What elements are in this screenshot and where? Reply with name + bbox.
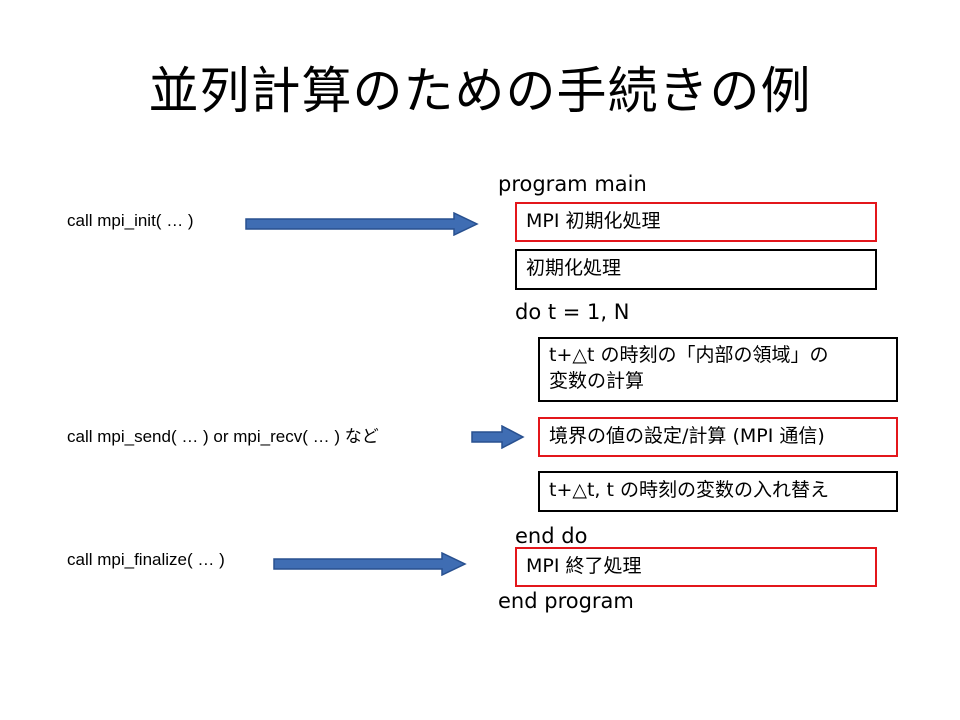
swap-box-label: t+△t, t の時刻の変数の入れ替え [549,479,830,501]
init-box: 初期化処理 [515,249,877,290]
mpi-init-box: MPI 初期化処理 [515,202,877,242]
interior-calc-line1: t+△t の時刻の「内部の領域」の [549,344,829,366]
arrow-right-icon [471,425,525,449]
interior-calc-box: t+△t の時刻の「内部の領域」の 変数の計算 [538,337,898,402]
mpi-finalize-box: MPI 終了処理 [515,547,877,587]
end-program-label: end program [498,589,634,613]
arrow-right-icon [245,212,479,236]
swap-box: t+△t, t の時刻の変数の入れ替え [538,471,898,512]
page-title: 並列計算のための手続きの例 [148,62,812,120]
do-loop-label: do t = 1, N [515,300,630,324]
end-do-label: end do [515,524,588,548]
program-main-label: program main [498,172,647,196]
call-mpi-finalize: call mpi_finalize( … ) [67,550,225,569]
mpi-init-box-label: MPI 初期化処理 [526,210,661,232]
boundary-box-label: 境界の値の設定/計算 (MPI 通信) [549,425,825,447]
mpi-finalize-box-label: MPI 終了処理 [526,555,642,577]
init-box-label: 初期化処理 [526,257,622,279]
call-mpi-init: call mpi_init( … ) [67,211,194,230]
call-mpi-send-recv: call mpi_send( … ) or mpi_recv( … ) など [67,427,379,446]
arrow-right-icon [273,552,467,576]
boundary-box: 境界の値の設定/計算 (MPI 通信) [538,417,898,457]
interior-calc-line2: 変数の計算 [549,370,645,392]
